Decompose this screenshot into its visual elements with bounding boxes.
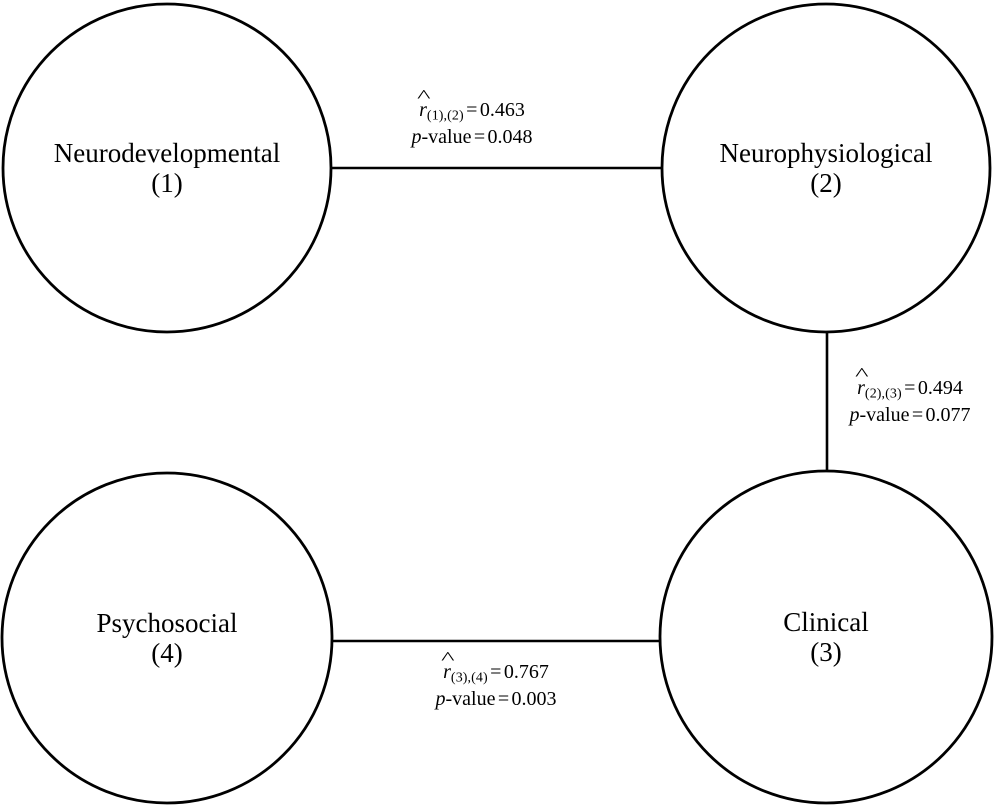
r-value: 0.767 (503, 660, 549, 683)
r-letter: r (443, 660, 451, 683)
equals-sign: = (490, 660, 502, 683)
r-hat-symbol: ^r (441, 648, 454, 685)
r-subscript: (2),(3) (864, 386, 902, 402)
p-suffix: -value (445, 688, 496, 711)
edge-label-pvalue-line: p-value=0.003 (435, 687, 556, 712)
p-value: 0.077 (925, 404, 971, 427)
node-circle-neurodevelopmental[interactable] (1, 2, 333, 334)
equals-sign: = (466, 98, 478, 121)
hat-accent-icon: ^ (416, 85, 431, 106)
r-subscript: (3),(4) (450, 670, 488, 686)
r-value: 0.494 (917, 376, 963, 399)
p-letter: p (435, 688, 446, 711)
equals-sign: = (904, 376, 916, 399)
p-suffix: -value (421, 126, 472, 149)
p-value: 0.048 (487, 126, 533, 149)
hat-accent-icon: ^ (854, 363, 869, 384)
equals-sign: = (473, 126, 486, 149)
node-circle-neurophysiological[interactable] (660, 2, 992, 334)
edge-label-2-3: ^r(2),(3)=0.494 p-value=0.077 (849, 364, 970, 428)
edge-label-pvalue-line: p-value=0.077 (849, 403, 970, 428)
r-letter: r (419, 98, 427, 121)
edge-label-correlation-line: ^r(2),(3)=0.494 (849, 364, 970, 403)
equals-sign: = (911, 404, 924, 427)
r-letter: r (857, 376, 865, 399)
edge-label-correlation-line: ^r(3),(4)=0.767 (435, 648, 556, 687)
p-letter: p (849, 404, 860, 427)
r-subscript: (1),(2) (426, 108, 464, 124)
p-letter: p (411, 126, 422, 149)
edge-label-1-2: ^r(1),(2)=0.463 p-value=0.048 (411, 86, 532, 150)
r-hat-symbol: ^r (417, 86, 430, 123)
r-hat-symbol: ^r (855, 364, 868, 401)
p-value: 0.003 (511, 688, 557, 711)
edge-label-3-4: ^r(3),(4)=0.767 p-value=0.003 (435, 648, 556, 712)
edge-label-correlation-line: ^r(1),(2)=0.463 (411, 86, 532, 125)
hat-accent-icon: ^ (440, 647, 455, 668)
node-circle-psychosocial[interactable] (0, 471, 334, 805)
p-suffix: -value (859, 404, 910, 427)
equals-sign: = (497, 688, 510, 711)
edge-label-pvalue-line: p-value=0.048 (411, 125, 532, 150)
node-circle-clinical[interactable] (658, 469, 994, 805)
r-value: 0.463 (479, 98, 525, 121)
